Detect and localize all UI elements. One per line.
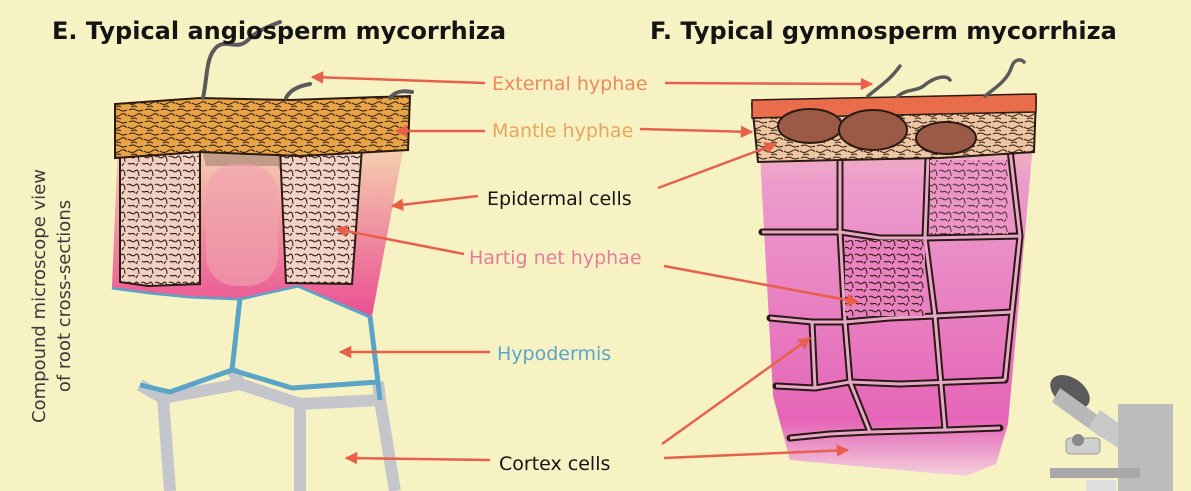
label-hartig-net-hyphae: Hartig net hyphae <box>469 247 642 269</box>
angiosperm-hartig-net <box>120 148 362 286</box>
label-cortex-cells: Cortex cells <box>499 453 610 475</box>
arrow-external-left <box>312 77 485 83</box>
angiosperm-mantle <box>115 96 410 158</box>
angiosperm-title: E. Typical angiosperm mycorrhiza <box>52 17 506 45</box>
arrow-cortex-left <box>346 458 490 460</box>
arrow-external-right <box>665 83 872 84</box>
microscope-view-caption: Compound microscope view of root cross-s… <box>27 169 77 423</box>
arrow-epidermal-right <box>658 144 776 188</box>
label-external-hyphae: External hyphae <box>492 73 648 95</box>
gymnosperm-diagram <box>752 60 1036 476</box>
caption-line-1: Compound microscope view <box>27 169 52 423</box>
angiosperm-diagram <box>112 22 412 491</box>
arrow-epidermal-left <box>392 196 478 206</box>
gymnosperm-title: F. Typical gymnosperm mycorrhiza <box>650 17 1117 45</box>
label-hypodermis: Hypodermis <box>497 343 611 365</box>
label-epidermal-cells: Epidermal cells <box>487 188 632 210</box>
caption-line-2: of root cross-sections <box>52 169 77 423</box>
gymnosperm-external-hyphae <box>868 60 1024 96</box>
microscope-icon <box>1044 368 1173 491</box>
gymnosperm-mantle <box>752 94 1036 162</box>
arrow-mantle-right <box>640 129 752 132</box>
label-mantle-hyphae: Mantle hyphae <box>492 120 633 142</box>
